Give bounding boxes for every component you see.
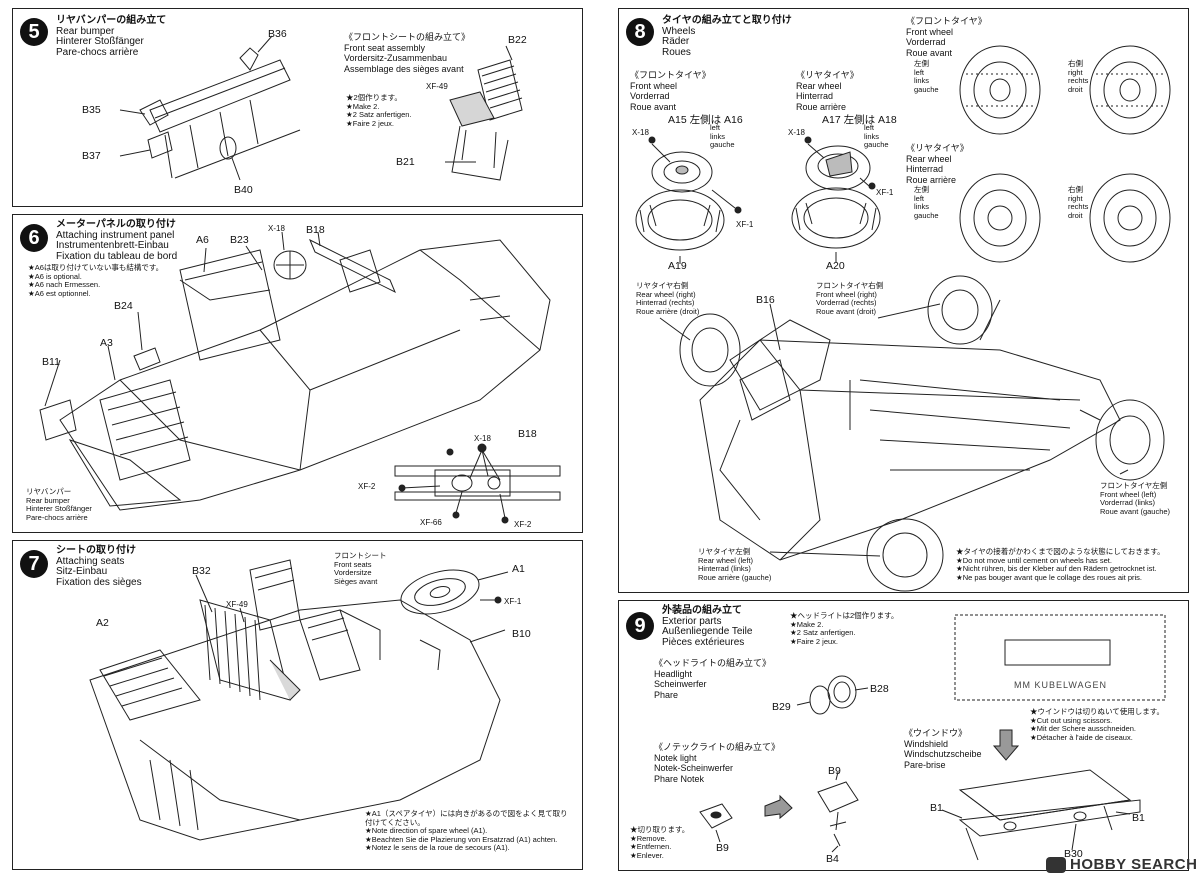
license-plate-text: MM KUBELWAGEN — [1014, 680, 1108, 690]
part-b18: B18 — [306, 224, 325, 236]
part-b40: B40 — [234, 184, 253, 196]
hobby-search-logo-icon — [1046, 857, 1066, 874]
step-7-notes: ★A1（スペアタイヤ）には向きがあるので図をよく見て取り付けてください。★Not… — [365, 809, 568, 852]
reference-wheels-drawing — [959, 45, 1171, 263]
headlight-notes: ★ヘッドライトは2個作ります。★Make 2.★2 Satz anfertige… — [790, 611, 899, 646]
part-b23: B23 — [230, 234, 249, 246]
part-b16: B16 — [756, 294, 775, 306]
headlight-drawing — [796, 675, 869, 715]
part-b11: B11 — [42, 356, 60, 368]
part-b30: B30 — [1064, 848, 1083, 860]
paint-xf49-a: XF-49 — [426, 82, 448, 91]
part-a6: A6 — [196, 234, 209, 246]
paint-x18-d: X-18 — [788, 128, 805, 137]
part-a20: A20 — [826, 260, 845, 272]
part-b9-b: B9 — [716, 842, 729, 854]
paint-xf1-b: XF-1 — [736, 220, 754, 229]
rear-wheel-assembly-drawing — [791, 136, 881, 262]
paint-x18-a: X-18 — [268, 224, 285, 233]
step-8-panel — [618, 8, 1189, 593]
watermark: HOBBY SEARCH — [1046, 856, 1197, 874]
step-7-number: 7 — [20, 550, 48, 578]
front-seat-drawing — [445, 45, 523, 181]
part-b29: B29 — [772, 701, 791, 713]
part-b28: B28 — [870, 683, 889, 695]
step-8-number: 8 — [626, 18, 654, 46]
part-b21: B21 — [396, 156, 415, 168]
step-8-notes: ★タイヤの接着がかわくまで図のような状態にしておきます。★Do not move… — [956, 547, 1165, 582]
rear-bumper-drawing — [119, 35, 301, 181]
step-9-number: 9 — [626, 612, 654, 640]
instrument-panel-inset-drawing — [394, 443, 561, 524]
paint-xf2-b: XF-2 — [514, 520, 532, 529]
front-seat-notes: ★2個作ります。★Make 2.★2 Satz anfertigen.★Fair… — [346, 93, 412, 128]
chassis-drawing — [659, 275, 1165, 592]
part-b37: B37 — [82, 150, 101, 162]
part-b10: B10 — [512, 628, 531, 640]
step-7-car-body-drawing — [89, 559, 509, 841]
notek-light-drawing — [699, 771, 859, 853]
windshield-drawing — [941, 614, 1166, 861]
part-b1-a: B1 — [930, 802, 943, 814]
paint-xf2-a: XF-2 — [358, 482, 376, 491]
part-b36: B36 — [268, 28, 287, 40]
cut-out-notes: ★ウインドウは切りぬいて使用します。★Cut out using scissor… — [1030, 707, 1165, 742]
part-b18-b: B18 — [518, 428, 537, 440]
paint-xf1-c: XF-1 — [876, 188, 894, 197]
paint-x18-b: X-18 — [474, 434, 491, 443]
step-6-car-body-drawing — [39, 231, 551, 511]
paint-x18-c: X-18 — [632, 128, 649, 137]
step-6-number: 6 — [20, 224, 48, 252]
part-a19: A19 — [668, 260, 687, 272]
part-a2: A2 — [96, 617, 109, 629]
step-6-panel — [12, 214, 583, 533]
a17-callout: A17 左側は A18 — [822, 114, 897, 126]
part-a1: A1 — [512, 563, 525, 575]
part-b35: B35 — [82, 104, 101, 116]
paint-xf49-b: XF-49 — [226, 600, 248, 609]
part-b1-b: B1 — [1132, 812, 1145, 824]
part-b22: B22 — [508, 34, 527, 46]
part-b4: B4 — [826, 853, 839, 865]
step-6-notes: ★A6は取り付けていない事も結構です。★A6 is optional.★A6 n… — [28, 263, 164, 298]
step-5-number: 5 — [20, 18, 48, 46]
a15-callout: A15 左側は A16 — [668, 114, 743, 126]
front-wheel-assembly-drawing — [635, 136, 742, 264]
step-7-panel — [12, 540, 583, 870]
paint-xf66: XF-66 — [420, 518, 442, 527]
part-b32: B32 — [192, 565, 211, 577]
paint-xf1-a: XF-1 — [504, 597, 522, 606]
remove-notes: ★切り取ります。★Remove.★Entfernen.★Enlever. — [630, 825, 690, 860]
part-a3: A3 — [100, 337, 113, 349]
part-b24: B24 — [114, 300, 133, 312]
step-9-panel — [618, 600, 1189, 871]
